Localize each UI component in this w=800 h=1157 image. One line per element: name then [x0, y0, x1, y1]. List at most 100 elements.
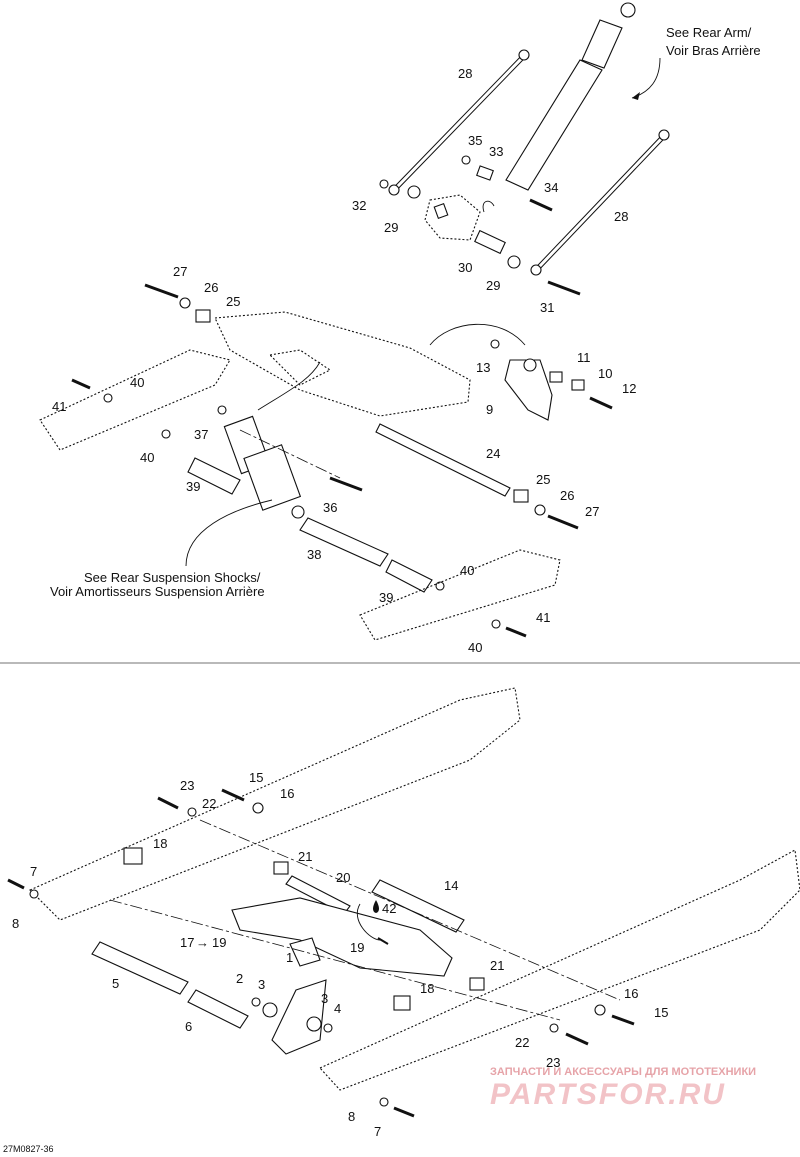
callout-22-b: 22: [515, 1035, 529, 1050]
callout-19-a: 19: [212, 935, 226, 950]
rod-28-right: [530, 129, 670, 276]
washer-3-right: [306, 1016, 322, 1032]
upper-left-rail: [39, 349, 231, 451]
callout-39-b: 39: [379, 590, 393, 605]
lever-1: [271, 979, 327, 1055]
grease-fitting-19: [377, 937, 389, 945]
callout-21-a: 21: [298, 849, 312, 864]
callout-36: 36: [323, 500, 337, 515]
washer-26-left: [179, 297, 191, 309]
callout-11: 11: [577, 350, 591, 365]
callout-14: 14: [444, 878, 458, 893]
lower-callouts: 23 15 22 16 18 21 20 14 7 8 42 17 → 19 1…: [12, 770, 668, 1139]
callout-39-a: 39: [186, 479, 200, 494]
watermark-tagline: ЗАПЧАСТИ И АКСЕССУАРЫ ДЛЯ МОТОТЕХНИКИ: [490, 1066, 756, 1078]
callout-40-a: 40: [130, 375, 144, 390]
shocks-note-2: Voir Amortisseurs Suspension Arrière: [50, 584, 265, 599]
callout-18-a: 18: [153, 836, 167, 851]
callout-28-a: 28: [458, 66, 472, 81]
callout-4: 4: [334, 1001, 341, 1016]
callout-22-a: 22: [202, 796, 216, 811]
spacer-33: [476, 165, 494, 181]
callout-26-b: 26: [560, 488, 574, 503]
shock-link-curve: [257, 361, 321, 411]
callout-15-b: 15: [654, 1005, 668, 1020]
washer-8-upper: [29, 889, 39, 899]
callout-25-b: 25: [536, 472, 550, 487]
callout-7-b: 7: [374, 1124, 381, 1139]
upper-callouts: 28 35 33 34 32 29 28 30 29 31 27 26 25 1…: [52, 66, 636, 655]
callout-8-b: 8: [348, 1109, 355, 1124]
callout-27-b: 27: [585, 504, 599, 519]
bolt-23-upper: [157, 796, 179, 810]
callout-32: 32: [352, 198, 366, 213]
lower-right-rail: [319, 849, 800, 1091]
washer-22-upper: [187, 807, 197, 817]
drawing-code: 27M0827-36: [3, 1144, 54, 1154]
callout-27-a: 27: [173, 264, 187, 279]
bolt-15-lower: [611, 1014, 635, 1026]
callout-29-a: 29: [384, 220, 398, 235]
callout-2: 2: [236, 971, 243, 986]
spacer-10: [571, 379, 585, 391]
nut-4: [323, 1023, 333, 1033]
nut-2: [251, 997, 261, 1007]
bolt-34: [529, 198, 553, 212]
rod-28-left: [388, 49, 530, 196]
callout-3-a: 3: [258, 977, 265, 992]
washer-40-lower-b: [491, 619, 501, 629]
tube-38: [299, 517, 389, 567]
callout-26-a: 26: [204, 280, 218, 295]
bushing-21-upper: [273, 861, 289, 875]
bolt-23-lower: [565, 1032, 589, 1046]
washer-40-upper-a: [103, 393, 113, 403]
callout-1: 1: [286, 950, 293, 965]
callout-25-a: 25: [226, 294, 240, 309]
bolt-27-right: [547, 514, 579, 530]
callout-19-b: 19: [350, 940, 364, 955]
callout-13: 13: [476, 360, 490, 375]
bushing-25-right: [513, 489, 529, 503]
callout-41-b: 41: [536, 610, 550, 625]
callout-20: 20: [336, 870, 350, 885]
bushing-11: [549, 371, 563, 383]
callout-24: 24: [486, 446, 500, 461]
callout-7-a: 7: [30, 864, 37, 879]
upper-right-rail: [359, 549, 561, 641]
rear-suspension-shock: [217, 405, 305, 519]
callout-42: 42: [382, 901, 396, 916]
callout-37: 37: [194, 427, 208, 442]
upper-assembly: [39, 2, 670, 641]
shock-bracket: [424, 194, 481, 241]
callout-17-arrow: →: [196, 935, 209, 950]
axis-lower-rear: [199, 819, 621, 1001]
callout-16-a: 16: [280, 786, 294, 801]
callout-28-b: 28: [614, 209, 628, 224]
callout-12: 12: [622, 381, 636, 396]
callout-15-a: 15: [249, 770, 263, 785]
bolt-7-upper: [7, 878, 25, 890]
callout-10: 10: [598, 366, 612, 381]
washer-22-lower: [549, 1023, 559, 1033]
washer-26-right: [534, 504, 546, 516]
washer-40-lower-a: [435, 581, 445, 591]
sleeve-39-lower: [385, 559, 433, 593]
front-arm-outline: [214, 311, 471, 417]
axis-upper-shock: [239, 429, 341, 479]
callout-40-d: 40: [468, 640, 482, 655]
callout-38: 38: [307, 547, 321, 562]
washer-3-left: [262, 1002, 278, 1018]
sleeve-30: [474, 229, 506, 255]
washer-16-upper: [252, 802, 264, 814]
callout-17: 17: [180, 935, 194, 950]
bracket-9: [504, 358, 553, 421]
callout-9: 9: [486, 402, 493, 417]
nut-32: [379, 179, 389, 189]
callout-8-a: 8: [12, 916, 19, 931]
bushing-18-right: [393, 995, 411, 1011]
bracket-link-curve: [429, 323, 526, 346]
bushing-21-lower: [469, 977, 485, 991]
callout-35: 35: [468, 133, 482, 148]
callout-21-b: 21: [490, 958, 504, 973]
